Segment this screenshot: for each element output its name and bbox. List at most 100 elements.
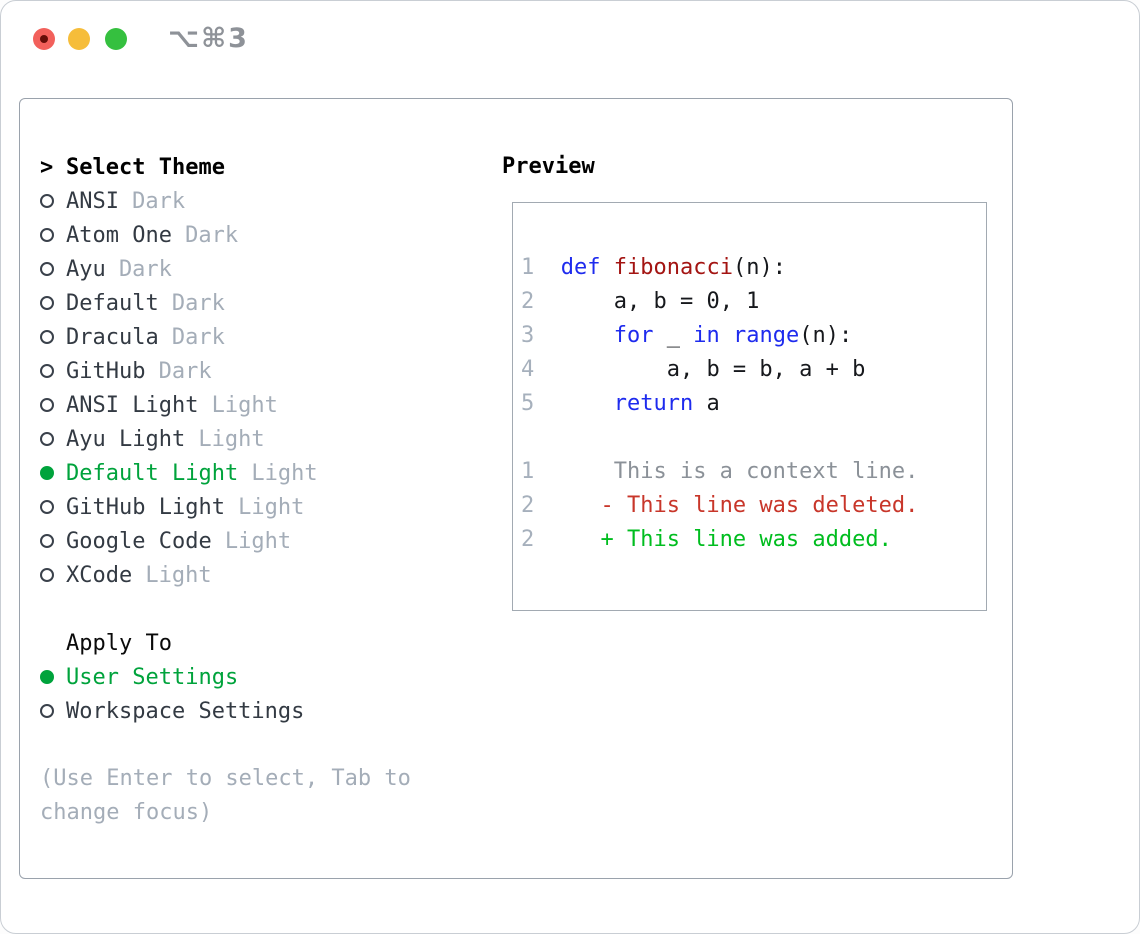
titlebar: ⌥⌘3	[1, 1, 1139, 77]
option-label: Dracula	[66, 324, 159, 350]
theme-variant-label: Light	[238, 494, 305, 520]
option-label: Atom One	[66, 222, 172, 248]
theme-variant-label: Dark	[158, 358, 212, 384]
code-segment-pl	[601, 255, 614, 280]
code-segment-ln: 5	[521, 391, 561, 416]
minimize-button[interactable]	[68, 28, 90, 50]
preview-line	[521, 421, 986, 455]
theme-option[interactable]: XCode Light	[40, 558, 440, 592]
theme-picker-header: > Select Theme	[40, 150, 440, 184]
theme-option[interactable]: Default Dark	[40, 286, 440, 320]
code-segment-kw: def	[560, 255, 601, 280]
code-segment-pl	[720, 323, 733, 348]
theme-option[interactable]: Atom One Dark	[40, 218, 440, 252]
code-segment-kw: for	[613, 323, 654, 348]
option-label: ANSI Light	[66, 392, 199, 418]
code-segment-ln: 2	[521, 527, 535, 552]
code-segment-ctx: This is a context line.	[534, 459, 919, 484]
option-label: Workspace Settings	[66, 698, 305, 724]
code-segment-pl	[561, 323, 614, 348]
theme-option[interactable]: ANSI Light Light	[40, 388, 440, 422]
preview-line: 1 This is a context line.	[521, 455, 986, 489]
option-label: XCode	[66, 562, 133, 588]
code-segment-kw: in	[693, 323, 720, 348]
theme-variant-label: Light	[145, 562, 212, 588]
radio-icon	[40, 330, 54, 344]
option-label: Default Light	[66, 460, 239, 486]
theme-option[interactable]: Dracula Dark	[40, 320, 440, 354]
option-label: Google Code	[66, 528, 212, 554]
selection-cursor-icon: >	[40, 154, 54, 180]
code-segment-pl: (n):	[799, 323, 853, 348]
apply-option[interactable]: User Settings	[40, 660, 440, 694]
spacer	[40, 592, 440, 626]
radio-icon	[40, 194, 54, 208]
apply-to-header: Apply To	[40, 626, 440, 660]
radio-icon	[40, 364, 54, 378]
radio-icon	[40, 534, 54, 548]
code-segment-pl: a, b = 0, 1	[560, 289, 760, 314]
preview-line: 5 return a	[521, 387, 986, 421]
code-segment-pl: (n):	[732, 255, 786, 280]
radio-icon	[40, 228, 54, 242]
theme-option[interactable]: Ayu Light Light	[40, 422, 440, 456]
unsaved-dot-icon	[40, 35, 48, 43]
code-segment-pl: _	[653, 323, 694, 348]
radio-selected-icon	[40, 466, 54, 480]
code-segment-ln: 2	[521, 289, 561, 314]
code-segment-ln: 1	[521, 255, 561, 280]
keyboard-hint-text: (Use Enter to select, Tab to change focu…	[40, 766, 411, 825]
radio-icon	[40, 568, 54, 582]
window-hotkey-label: ⌥⌘3	[168, 23, 249, 54]
radio-icon	[40, 500, 54, 514]
theme-variant-label: Light	[211, 392, 278, 418]
radio-icon	[40, 432, 54, 446]
code-segment-pl: a	[693, 391, 720, 416]
theme-option[interactable]: GitHub Dark	[40, 354, 440, 388]
close-button[interactable]	[33, 28, 55, 50]
theme-variant-label: Light	[198, 426, 265, 452]
preview-line: 2 a, b = 0, 1	[521, 285, 986, 319]
theme-option[interactable]: Default Light Light	[40, 456, 440, 490]
code-segment-ln: 3	[521, 323, 561, 348]
code-segment-kw: range	[732, 323, 800, 348]
preview-title: Preview	[502, 154, 595, 179]
option-label: Ayu Light	[66, 426, 186, 452]
code-segment-del: - This line was deleted.	[534, 493, 919, 518]
theme-option[interactable]: GitHub Light Light	[40, 490, 440, 524]
apply-to-title: Apply To	[66, 630, 172, 656]
code-segment-ln: 2	[521, 493, 535, 518]
radio-icon	[40, 296, 54, 310]
theme-picker-title: Select Theme	[66, 154, 225, 180]
radio-icon	[40, 398, 54, 412]
code-segment-fn: fibonacci	[613, 255, 733, 280]
code-segment-pl	[561, 391, 614, 416]
code-segment-ln: 4	[521, 357, 561, 382]
theme-variant-label: Light	[251, 460, 318, 486]
code-segment-add: + This line was added.	[534, 527, 892, 552]
option-label: User Settings	[66, 664, 239, 690]
theme-variant-label: Dark	[132, 188, 186, 214]
radio-selected-icon	[40, 670, 54, 684]
apply-option[interactable]: Workspace Settings	[40, 694, 440, 728]
theme-variant-label: Dark	[185, 222, 239, 248]
zoom-button[interactable]	[105, 28, 127, 50]
code-segment-kw: return	[613, 391, 694, 416]
theme-variant-label: Dark	[171, 324, 225, 350]
option-label: GitHub Light	[66, 494, 225, 520]
preview-line: 4 a, b = b, a + b	[521, 353, 986, 387]
preview-line: 3 for _ in range(n):	[521, 319, 986, 353]
option-label: Default	[66, 290, 159, 316]
code-segment-pl: a, b = b, a + b	[560, 357, 866, 382]
option-label: GitHub	[66, 358, 146, 384]
theme-variant-label: Dark	[171, 290, 225, 316]
theme-variant-label: Dark	[118, 256, 172, 282]
radio-icon	[40, 262, 54, 276]
